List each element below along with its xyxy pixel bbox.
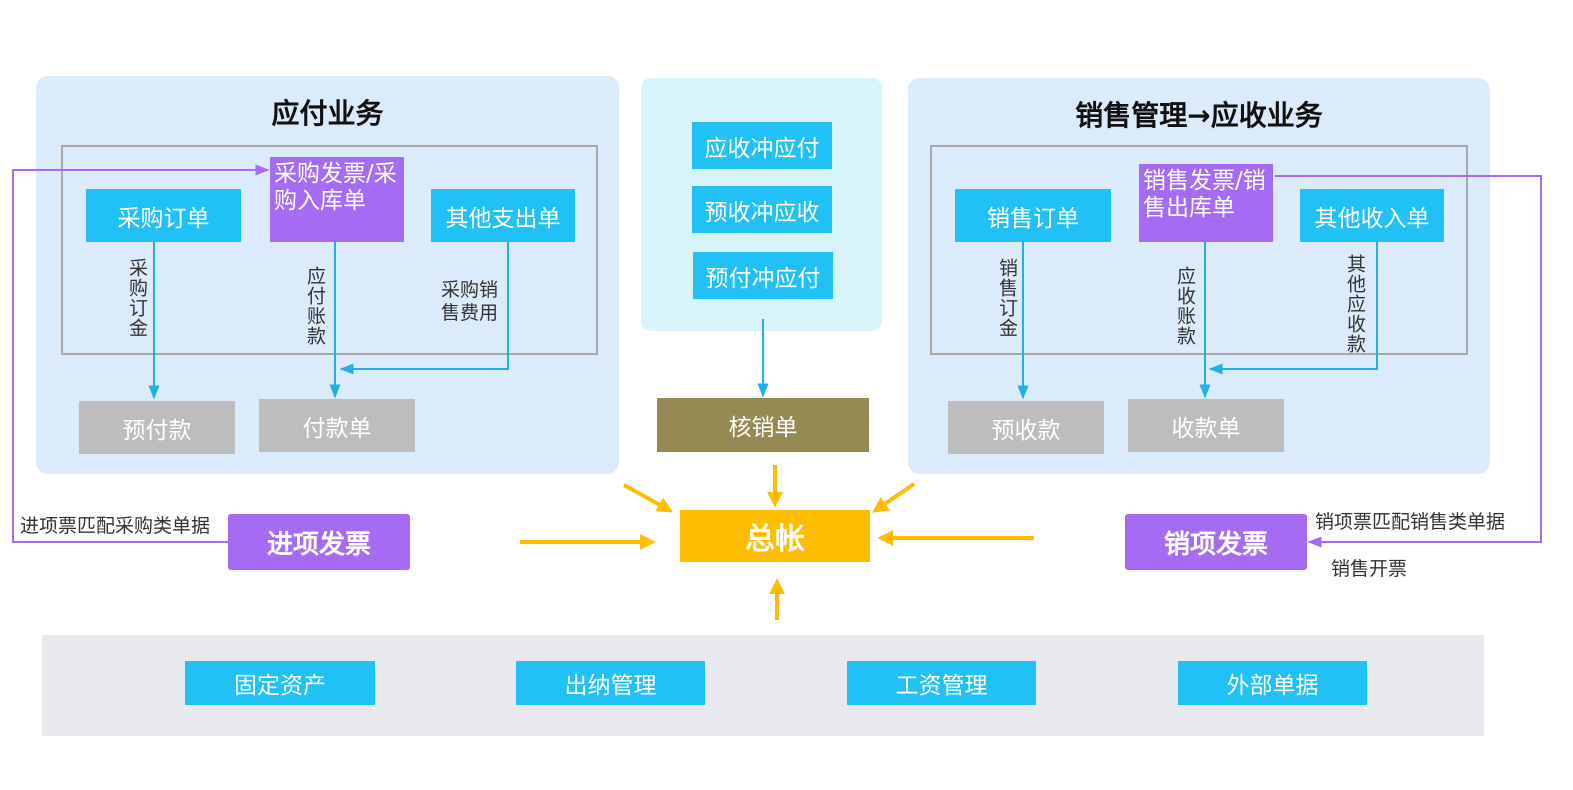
payment-box[interactable]: 付款单 [259,399,415,452]
sales-invoice-box[interactable]: 销售发票/销售出库单 [1139,164,1273,242]
module-payroll[interactable]: 工资管理 [847,661,1036,705]
advance-receipt-box[interactable]: 预收款 [948,401,1104,454]
purchase-invoice-box[interactable]: 采购发票/采购入库单 [270,157,404,242]
offset-item-advance-receivable[interactable]: 预收冲应收 [692,186,832,233]
payable-title: 应付业务 [271,97,384,130]
input-invoice-button[interactable]: 进项发票 [228,514,410,570]
arrow-otherincome-to-receipt [1208,242,1378,375]
label-other-receivable: 其他应收款 [1344,254,1366,354]
module-external-documents[interactable]: 外部单据 [1178,661,1367,705]
other-expense-box[interactable]: 其他支出单 [431,189,575,242]
module-cashier[interactable]: 出纳管理 [516,661,705,705]
sales-invoicing-note: 销售开票 [1331,558,1408,580]
gold-arrow-top-right [872,482,916,513]
output-invoice-match-note: 销项票匹配销售类单据 [1315,511,1506,533]
offset-item-receivable-payable[interactable]: 应收冲应付 [692,122,832,169]
receivable-title: 销售管理→应收业务 [1075,99,1323,132]
output-invoice-button[interactable]: 销项发票 [1125,514,1307,570]
label-purchase-sales-expense: 采购销售费用 [441,279,499,324]
arrow-input-invoice-loop [12,164,270,543]
payable-inner-frame [61,145,598,355]
receivable-inner-frame [930,145,1468,355]
module-fixed-assets[interactable]: 固定资产 [185,661,375,705]
label-purchase-deposit: 采购订金 [126,258,148,338]
sales-order-box[interactable]: 销售订单 [955,189,1111,242]
input-invoice-match-note: 进项票匹配采购类单据 [20,515,211,537]
general-ledger-box[interactable]: 总帐 [680,510,870,562]
receipt-box[interactable]: 收款单 [1128,399,1284,452]
arrow-output-invoice-loop [1275,175,1542,548]
gold-arrow-top-left [623,483,674,513]
prepayment-box[interactable]: 预付款 [79,401,235,454]
offset-item-prepay-payable[interactable]: 预付冲应付 [693,252,833,299]
label-sales-deposit: 销售订金 [996,258,1018,338]
other-income-box[interactable]: 其他收入单 [1300,189,1444,242]
label-accounts-payable: 应付账款 [304,266,326,346]
arrow-expense-to-payment [339,242,509,375]
purchase-order-box[interactable]: 采购订单 [86,189,241,242]
writeoff-box[interactable]: 核销单 [657,398,869,452]
label-accounts-receivable: 应收账款 [1174,266,1196,346]
